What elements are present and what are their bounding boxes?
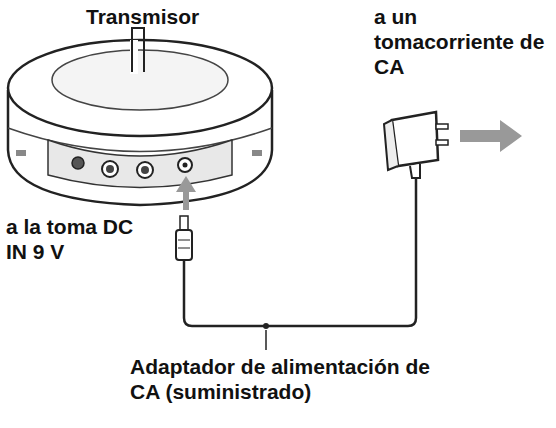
transmitter	[8, 40, 272, 205]
callout-label: a la toma DC IN 9 V	[6, 214, 134, 264]
callout-label: Adaptador de alimentación de CA (suminis…	[130, 354, 460, 404]
callout-label: a un tomacorriente de CA	[374, 4, 546, 79]
ac-adapter	[384, 112, 448, 178]
insert-arrow	[176, 176, 196, 210]
outlet-arrow	[460, 120, 522, 152]
callout-label: Transmisor	[86, 4, 246, 29]
cable	[184, 178, 416, 326]
dc-plug	[176, 216, 192, 260]
leader-line	[265, 330, 267, 350]
